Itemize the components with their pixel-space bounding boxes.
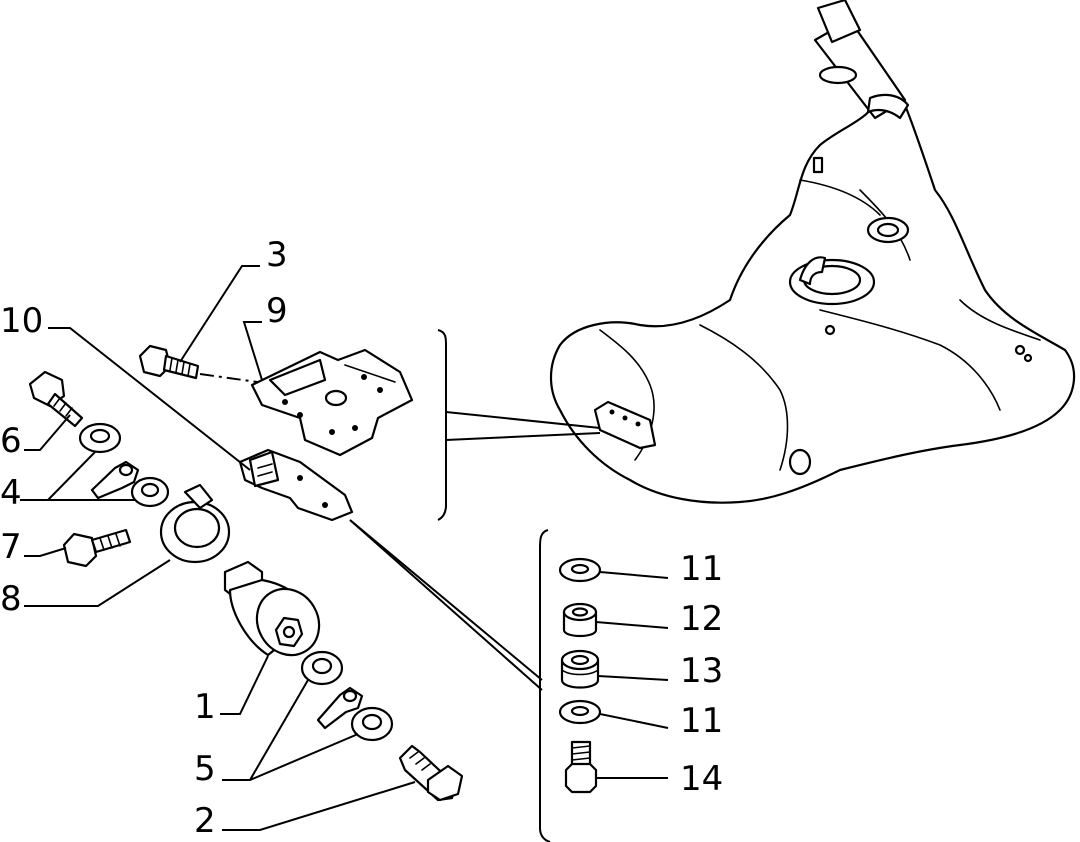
callout-4: 4 [0, 473, 22, 513]
callout-10: 10 [0, 301, 43, 341]
part-12-spacer [562, 602, 598, 638]
callout-6: 6 [0, 421, 22, 461]
callout-1: 1 [194, 687, 216, 727]
part-14-screw [564, 740, 598, 794]
fuel-tank [550, 0, 1076, 504]
leader-lines [20, 265, 669, 831]
callout-13: 13 [680, 651, 723, 691]
callout-9: 9 [266, 291, 288, 331]
callout-8: 8 [0, 579, 22, 619]
callout-14: 14 [680, 759, 723, 799]
part-9-bracket-plate [250, 348, 414, 457]
part-1-sender-unit [223, 560, 321, 657]
right-parts-bracket [539, 529, 551, 842]
part-13-grommet [560, 649, 600, 689]
part-7-bolt [62, 528, 132, 568]
part-6-bolt [28, 370, 84, 428]
part-8-clamp [159, 483, 231, 564]
callout-7: 7 [0, 527, 22, 567]
part-2-bolt [398, 744, 464, 802]
callout-5: 5 [194, 749, 216, 789]
callout-12: 12 [680, 599, 723, 639]
part-10-lower-bracket [238, 448, 354, 522]
part-11-washer-bottom [558, 699, 602, 725]
callout-numbers: 3 9 10 6 4 7 8 1 5 2 11 12 13 11 14 [0, 235, 723, 841]
callout-3: 3 [266, 235, 288, 275]
callout-11-top: 11 [680, 549, 723, 589]
callout-11-bottom: 11 [680, 701, 723, 741]
part-4-washers [78, 422, 170, 508]
callout-2: 2 [194, 801, 216, 841]
tank-mount-bracket-lines [437, 329, 601, 521]
part-5-washers [300, 650, 394, 742]
part-11-washer-top [558, 557, 602, 583]
